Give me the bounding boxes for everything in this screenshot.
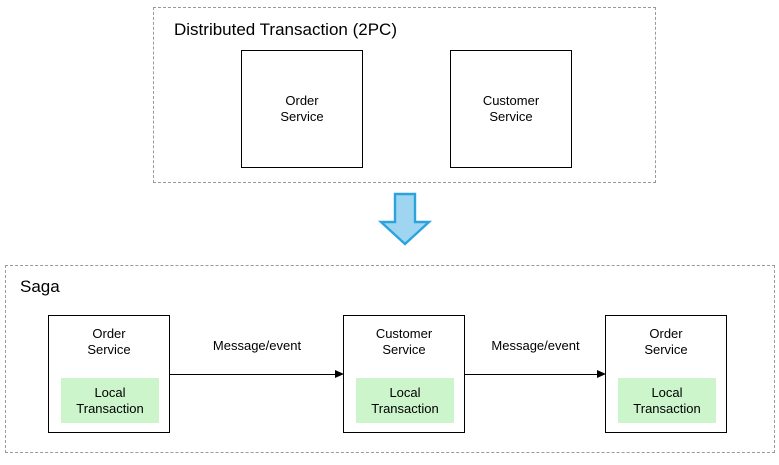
group-distributed-transaction-2pc: Distributed Transaction (2PC) [153, 7, 656, 183]
box-label-order-service: Order Service [87, 326, 131, 357]
box-label-order-service: Order Service [644, 326, 688, 357]
group-saga: Saga [5, 265, 775, 453]
connector-line [465, 374, 598, 375]
local-transaction-badge: Local Transaction [61, 378, 159, 423]
local-transaction-label: Local Transaction [371, 384, 439, 416]
box-label-order-service: Order Service [280, 93, 324, 124]
box-2pc-customer-service: Customer Service [450, 50, 572, 168]
local-transaction-label: Local Transaction [76, 384, 144, 416]
down-arrow-icon [377, 192, 433, 246]
box-label-customer-service: Customer Service [375, 326, 433, 357]
group-title-saga: Saga [20, 277, 60, 296]
connector-label-message-event: Message/event [212, 338, 302, 353]
box-saga-order-service-1: Order Service Local Transaction [48, 315, 170, 433]
local-transaction-badge: Local Transaction [618, 378, 716, 423]
local-transaction-label: Local Transaction [633, 384, 701, 416]
connector-arrow-order-to-customer [170, 370, 344, 378]
box-saga-customer-service: Customer Service Local Transaction [343, 315, 465, 433]
arrow-head-icon [597, 370, 606, 378]
arrow-head-icon [335, 370, 344, 378]
group-title-distributed-transaction: Distributed Transaction (2PC) [174, 20, 397, 39]
box-2pc-order-service: Order Service [241, 50, 363, 168]
box-label-customer-service: Customer Service [482, 93, 540, 124]
local-transaction-badge: Local Transaction [356, 378, 454, 423]
box-saga-order-service-2: Order Service Local Transaction [605, 315, 727, 433]
connector-arrow-customer-to-order [465, 370, 606, 378]
connector-label-message-event: Message/event [491, 338, 580, 353]
connector-line [170, 374, 336, 375]
